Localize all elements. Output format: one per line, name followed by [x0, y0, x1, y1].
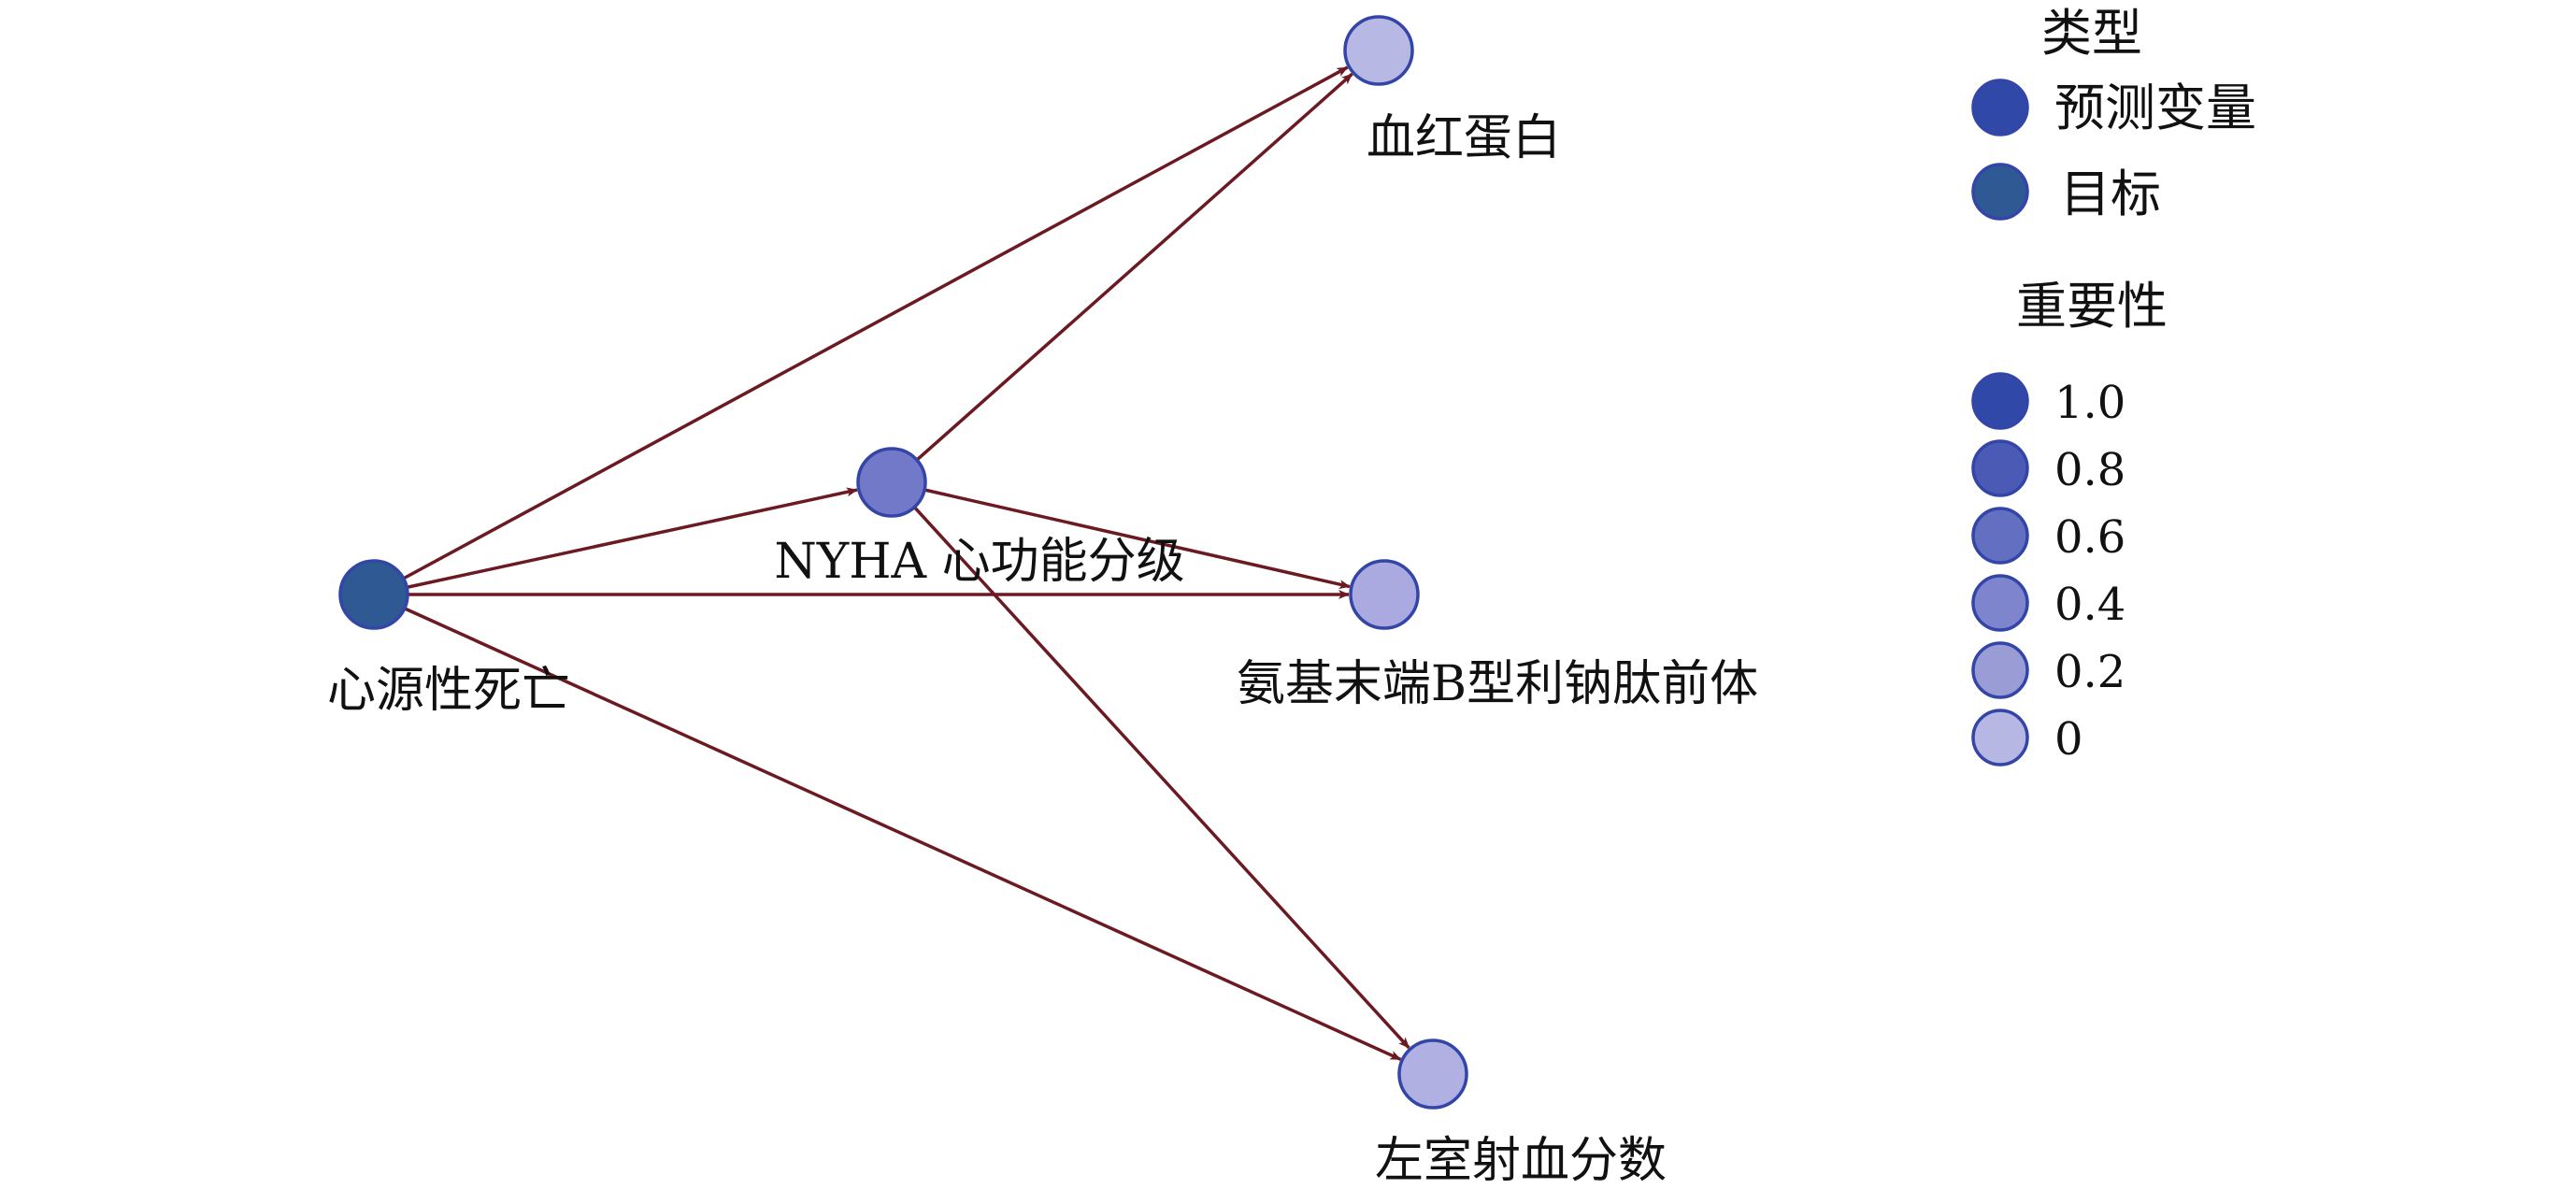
legend-type-item: 预测变量: [1971, 79, 2256, 137]
legend-importance-swatch: [1971, 641, 2029, 699]
legend-importance-swatch: [1971, 507, 2029, 565]
node-cardiac-death: [338, 559, 409, 630]
edge-cardiac_death-to-nyha: [406, 487, 858, 590]
edges: [402, 65, 1410, 1061]
legend-type-title: 类型: [2041, 4, 2142, 63]
legend-importance-item: 0.6: [1971, 507, 2125, 565]
legend-importance-swatch: [1971, 709, 2029, 766]
legend-importance-title: 重要性: [2016, 277, 2168, 336]
legend-importance-swatch: [1971, 372, 2029, 430]
edge-cardiac_death-to-hemoglobin: [402, 65, 1349, 580]
legend-importance-label: 1.0: [2054, 377, 2125, 429]
legend-importance-item: 1.0: [1971, 372, 2125, 430]
legend-type-label: 目标: [2060, 165, 2161, 223]
legend-importance-label: 0: [2054, 713, 2083, 766]
label-ntprobnp: 氨基末端B型利钠肽前体: [1237, 656, 1758, 712]
legend-importance-label: 0.2: [2054, 646, 2125, 698]
legend-importance-label: 0.8: [2054, 444, 2125, 496]
legend-type-label: 预测变量: [2054, 79, 2256, 137]
legend-importance-item: 0: [1971, 709, 2083, 766]
node-ntprobnp: [1349, 559, 1420, 630]
node-labels: 心源性死亡 NYHA 心功能分级 血红蛋白 氨基末端B型利钠肽前体 左室射血分数: [327, 110, 1758, 1189]
legend-importance-swatch: [1971, 439, 2029, 497]
legend-type-swatch: [1971, 163, 2029, 221]
label-nyha: NYHA 心功能分级: [774, 534, 1184, 590]
legend-type-item: 目标: [1971, 163, 2161, 223]
legend-type-swatch: [1971, 79, 2029, 136]
nodes: [338, 15, 1468, 1110]
node-nyha: [856, 447, 927, 518]
edge-nyha-to-hemoglobin: [915, 72, 1353, 462]
edge-nyha-to-ntprobnp: [923, 488, 1351, 589]
node-lvef: [1397, 1039, 1468, 1110]
legend-importance-swatch: [1971, 574, 2029, 632]
label-cardiac-death: 心源性死亡: [327, 663, 570, 719]
edge-cardiac_death-to-lvef: [404, 607, 1402, 1061]
label-lvef: 左室射血分数: [1375, 1133, 1667, 1189]
node-hemoglobin: [1343, 15, 1414, 86]
legend-importance-label: 0.6: [2054, 511, 2125, 564]
legend-importance-label: 0.4: [2054, 579, 2125, 631]
legend-importance-item: 0.4: [1971, 574, 2125, 632]
legend: 类型 预测变量 目标 重要性 1.0 0.8 0.6 0.4 0.2: [1971, 4, 2256, 766]
legend-importance-item: 0.2: [1971, 641, 2125, 699]
label-hemoglobin: 血红蛋白: [1367, 110, 1561, 166]
legend-importance-item: 0.8: [1971, 439, 2125, 497]
edge-nyha-to-lvef: [913, 506, 1410, 1050]
